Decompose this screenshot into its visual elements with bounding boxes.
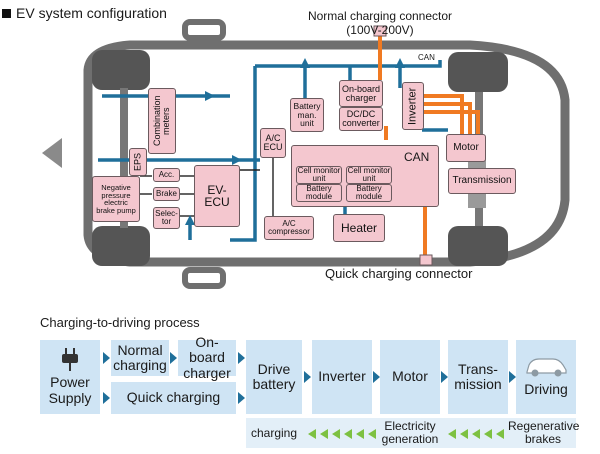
drive-battery-step: Drive battery <box>246 340 302 414</box>
wheel-rear-right <box>448 226 508 266</box>
regen-arrow <box>496 429 504 439</box>
onboard-charger-step: On-board charger <box>178 334 236 380</box>
ev-ecu: EV-ECU <box>194 165 240 227</box>
regen-arrow <box>332 429 340 439</box>
can-label-battery: CAN <box>404 150 430 164</box>
wheel-rear-left <box>448 52 508 92</box>
arrow-normal-onboard <box>170 352 177 364</box>
regen-arrow <box>472 429 480 439</box>
transmission: Transmission <box>448 168 516 194</box>
motor-step: Motor <box>380 340 440 414</box>
ac-ecu: A/C ECU <box>260 128 286 158</box>
driving-step: Driving <box>516 340 576 414</box>
regenerative-brakes-label: Regenerative brakes <box>508 419 580 446</box>
arrow-battery-inverter <box>304 371 311 383</box>
arrow-transmission-driving <box>509 371 516 383</box>
dcdc-converter: DC/DC converter <box>339 107 383 131</box>
negative-pressure-brake-pump: Negative pressure electric brake pump <box>92 176 140 222</box>
cell-monitor-unit-2: Cell monitor unit <box>346 166 392 184</box>
arrow-quick-battery <box>238 392 245 404</box>
selector-box: Selec-tor <box>153 207 180 229</box>
normal-connector-label: Normal charging connector (100V-200V) <box>307 9 453 37</box>
transmission-step: Trans-mission <box>448 340 508 414</box>
regen-arrow <box>484 429 492 439</box>
quick-connector-label: Quick charging connector <box>325 266 473 281</box>
arrow-power-normal <box>103 352 110 364</box>
regen-charging-label: charging <box>250 426 298 440</box>
front-direction-arrow <box>42 138 62 168</box>
electricity-generation-label: Electricity generation <box>381 419 439 446</box>
regen-arrow <box>356 429 364 439</box>
regen-arrow <box>320 429 328 439</box>
arrow-onboard-battery <box>238 352 245 364</box>
onboard-charger: On-board charger <box>339 80 383 107</box>
motor: Motor <box>446 134 486 162</box>
regen-arrow <box>448 429 456 439</box>
regen-arrow <box>344 429 352 439</box>
arrow-power-quick <box>103 392 110 404</box>
power-lines <box>378 30 480 258</box>
can-label-top: CAN <box>418 53 435 62</box>
heater: Heater <box>333 214 385 242</box>
regen-dashed-line <box>246 417 576 418</box>
power-supply-step: Power Supply <box>40 340 100 414</box>
wheel-front-left <box>92 50 150 90</box>
quick-charging-step: Quick charging <box>111 382 236 414</box>
normal-charging-step: Normal charging <box>111 340 169 376</box>
combination-meters: Combination meters <box>148 88 176 154</box>
wheel-front-right <box>92 226 150 266</box>
accelerator-box: Acc. <box>153 168 180 182</box>
battery-module-2: Battery module <box>346 184 392 202</box>
arrow-inverter-motor <box>373 371 380 383</box>
eps-unit: EPS <box>129 148 147 176</box>
battery-module-1: Battery module <box>296 184 342 202</box>
brake-box: Brake <box>153 187 180 201</box>
regen-arrow <box>308 429 316 439</box>
regen-arrow <box>368 429 376 439</box>
process-title: Charging-to-driving process <box>40 315 200 330</box>
cell-monitor-unit-1: Cell monitor unit <box>296 166 342 184</box>
header-square-icon <box>2 9 11 18</box>
page-title: EV system configuration <box>16 5 167 21</box>
regen-arrow <box>460 429 468 439</box>
inverter-step: Inverter <box>312 340 372 414</box>
plug-icon <box>62 348 78 372</box>
arrow-motor-transmission <box>441 371 448 383</box>
battery-management-unit: Battery man. unit <box>290 98 324 132</box>
inverter: Inverter <box>402 82 424 130</box>
regen-band <box>246 418 576 448</box>
ac-compressor: A/C compressor <box>264 216 314 240</box>
car-icon <box>526 358 567 377</box>
